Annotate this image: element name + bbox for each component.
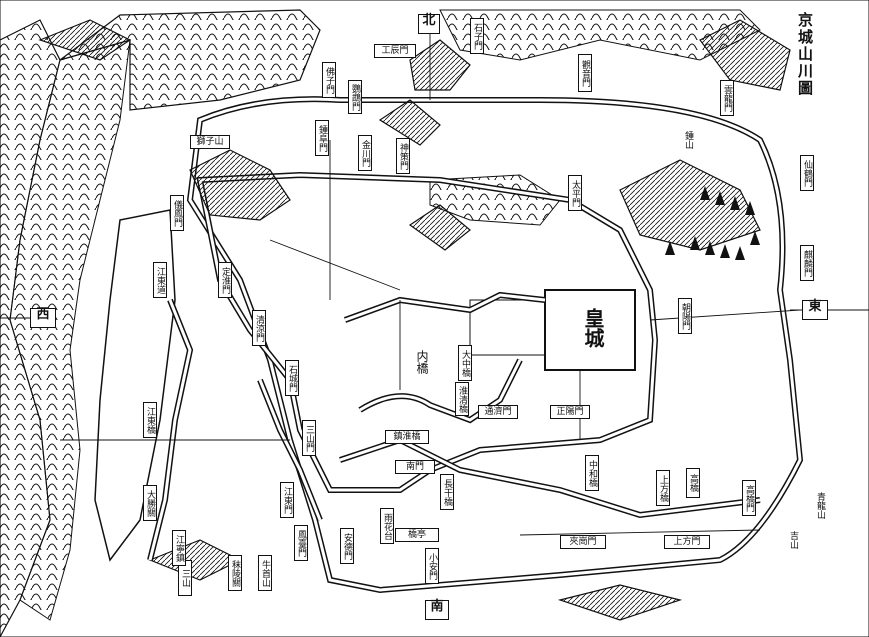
- label-zhonghe-bridge: 中和橋: [585, 455, 599, 491]
- label-jishan: 吉山: [788, 531, 798, 549]
- label-shizi-gate: 石子門: [470, 18, 484, 54]
- label-shence-gate: 神策門: [396, 138, 410, 174]
- direction-north: 北: [418, 14, 440, 34]
- label-qiaoyi: 橋亭: [395, 528, 439, 542]
- label-qinglong-mountain: 青龍山: [815, 491, 825, 519]
- label-qilin-gate: 麒麟門: [800, 245, 814, 281]
- direction-west: 西: [30, 308, 56, 328]
- label-xianhe-gate: 仙鶴門: [800, 155, 814, 191]
- label-moling: 秣陵關: [228, 555, 242, 591]
- label-gaoqiao-gate: 高橋門: [742, 480, 756, 516]
- label-zhengyang-gate: 正陽門: [550, 405, 590, 419]
- label-xiaoan-gate: 小安門: [425, 548, 439, 584]
- direction-east: 東: [802, 300, 828, 320]
- label-chaoyang-gate: 朝陽門: [678, 298, 692, 334]
- label-dazhong-bridge: 大中橋: [458, 345, 472, 381]
- mountains: [38, 19, 791, 621]
- label-yunlong-gate: 雲龍門: [720, 80, 734, 116]
- label-yingwu-gate: 鸚鵡門: [348, 80, 362, 114]
- river-west-inner: [9, 39, 131, 621]
- label-dinghuai-gate: 定淮門: [218, 262, 232, 298]
- direction-south: 南: [425, 600, 449, 620]
- river-north-east: [439, 9, 761, 61]
- label-shangfang-bridge: 上方橋: [656, 470, 670, 506]
- label-yifeng-gate: 儀鳳門: [170, 195, 184, 231]
- label-zhenhuai-bridge: 鎮淮橋: [385, 430, 429, 444]
- label-gaoqiao: 高橋: [686, 468, 700, 498]
- lake: [429, 174, 561, 226]
- label-fengtai-gate: 鳳臺門: [294, 525, 308, 561]
- label-fozi-gate: 佛子門: [322, 62, 336, 98]
- label-changgan-bridge: 長干橋: [440, 474, 454, 510]
- label-anduo-gate: 安德門: [340, 528, 354, 564]
- label-shicheng-gate: 石城門: [285, 360, 299, 396]
- label-jiangnan: 江寧鎮: [172, 530, 186, 566]
- label-neiqiao: 内橋: [415, 350, 429, 374]
- rivers: [147, 291, 761, 561]
- label-jiaxing-gate: 夾崗門: [560, 535, 606, 549]
- label-qingliang-gate: 清涼門: [252, 310, 266, 346]
- label-niushou-mountain: 牛首山: [258, 555, 272, 591]
- label-tongji-gate: 通濟門: [478, 405, 518, 419]
- label-jinchuan-gate: 金川門: [358, 135, 372, 171]
- trees: [665, 186, 760, 260]
- label-dasheng-gate: 大勝關: [143, 485, 157, 521]
- river-north: [59, 9, 321, 111]
- imperial-city: [544, 289, 636, 371]
- label-shizi-mountain: 獅子山: [190, 135, 230, 149]
- label-shangfang-gate: 上方門: [664, 535, 710, 549]
- label-nanmen: 南門: [395, 460, 435, 474]
- label-jiangdong-road: 江東道: [153, 262, 167, 298]
- label-jiangdong-bridge: 江東橋: [143, 402, 157, 438]
- label-jiangdong-gate: 江東門: [280, 482, 294, 518]
- imperial-city-label: 皇城: [581, 308, 605, 348]
- label-sanshan-gate: 三山門: [302, 420, 316, 456]
- label-zhongshan: 鍾山: [683, 131, 693, 149]
- label-zhongfu-gate: 鍾阜門: [315, 120, 329, 156]
- label-gongchen-gate: 工辰門: [374, 44, 416, 58]
- map-title: 京城山川圖: [796, 12, 814, 97]
- label-sanshan: 三山: [178, 560, 192, 596]
- label-yuhua: 雨花台: [380, 508, 394, 544]
- label-taiping-gate: 太平門: [568, 175, 582, 211]
- label-huaiqing-bridge: 淮清橋: [455, 382, 469, 416]
- label-guanyin-gate: 觀音門: [578, 54, 592, 92]
